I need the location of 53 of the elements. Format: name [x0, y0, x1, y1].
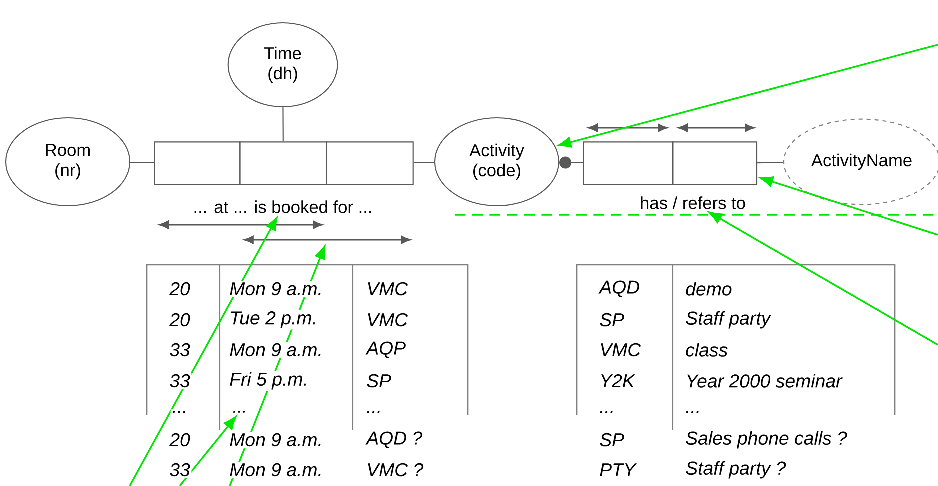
table-cell: 33	[168, 462, 192, 478]
table-cell: AQP	[365, 340, 408, 360]
table-cell: SP	[365, 373, 393, 389]
role-box	[583, 142, 674, 186]
table-cell: Mon 9 a.m.	[228, 432, 324, 448]
table-cell: Staff party ?	[684, 460, 788, 480]
connector-line	[414, 162, 434, 164]
table-cell: Mon 9 a.m.	[228, 281, 324, 297]
table-cell: 20	[168, 432, 192, 448]
table-cell: 20	[168, 281, 192, 297]
table-cell: ...	[170, 410, 190, 414]
leader-arrow	[760, 176, 938, 236]
table-cell: Tue 2 p.m.	[228, 310, 319, 330]
table-cell: class	[684, 342, 730, 358]
table-cell: PTY	[598, 462, 638, 478]
table-cell: SP	[598, 432, 626, 448]
fact-reading: ... at ... is booked for ...	[192, 199, 374, 215]
table-cell: 20	[168, 312, 192, 328]
connector-line	[282, 108, 284, 142]
table-cell: ...	[231, 410, 249, 414]
table-cell: Sales phone calls ?	[684, 430, 849, 450]
connector-line	[130, 162, 154, 164]
table-cell: Fri 5 p.m.	[228, 370, 310, 392]
table-cell: ...	[598, 410, 616, 414]
table-cell: VMC	[365, 281, 410, 297]
table-cell: demo	[684, 280, 734, 298]
role-box	[240, 142, 328, 186]
table-cell: VMC ?	[365, 462, 425, 478]
table-cell: AQD ?	[365, 430, 424, 450]
table-cell: SP	[598, 312, 626, 328]
leader-arrow	[558, 44, 938, 148]
uniqueness-bar	[244, 236, 411, 244]
table-cell: Mon 9 a.m.	[228, 342, 324, 358]
leader-arrow	[179, 416, 237, 486]
table-cell: ...	[684, 410, 702, 414]
connector-line	[758, 162, 784, 164]
fact-reading: has / refers to	[638, 195, 748, 211]
role-box	[154, 142, 241, 186]
role-box	[672, 142, 758, 186]
connector-line	[560, 156, 584, 169]
role-box	[326, 142, 414, 186]
table-cell: Y2K	[598, 373, 636, 389]
table-cell: VMC	[365, 312, 410, 328]
table-cell: ...	[365, 410, 384, 414]
table-cell: Year 2000 seminar	[684, 372, 844, 390]
table-cell: 33	[168, 342, 192, 358]
table-cell: VMC	[598, 342, 642, 358]
leader-arrow	[708, 212, 938, 346]
table-cell: Staff party	[684, 310, 772, 330]
table-cell: Mon 9 a.m.	[228, 462, 324, 478]
leader-arrow	[129, 217, 278, 486]
table-cell: 33	[168, 373, 192, 389]
table-cell: AQD	[598, 279, 642, 299]
